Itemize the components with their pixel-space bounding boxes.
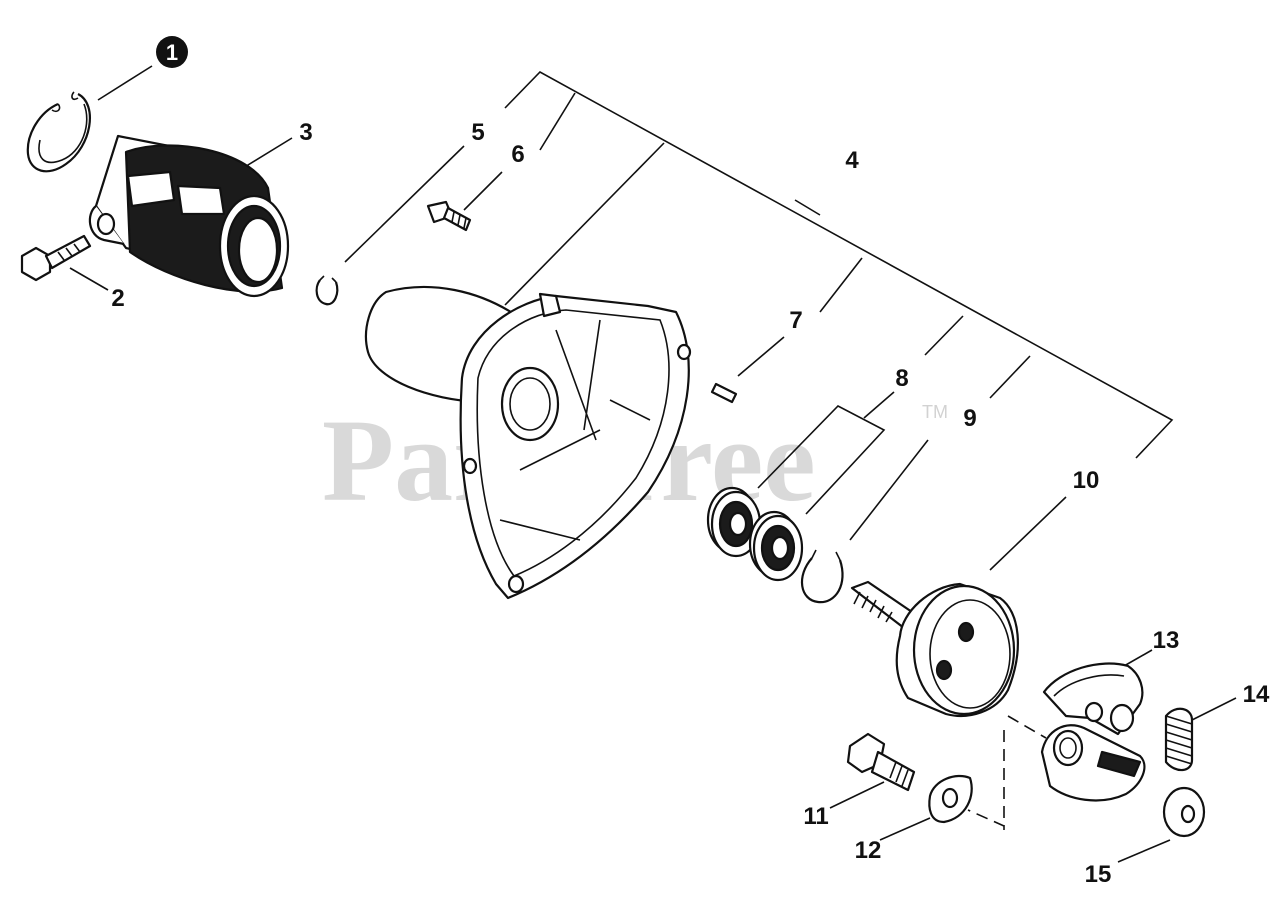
leader-14 bbox=[1191, 697, 1237, 721]
bracket-tick-8 bbox=[924, 315, 964, 356]
part-10-clutch-drum bbox=[850, 580, 1019, 718]
callout-2: 2 bbox=[111, 285, 124, 312]
callout-5: 5 bbox=[471, 119, 484, 146]
bracket-8 bbox=[757, 405, 886, 515]
callout-10: 10 bbox=[1073, 467, 1100, 494]
clutch-lower-shoe bbox=[1040, 724, 1146, 802]
leader-5 bbox=[344, 145, 465, 263]
bracket-tick-7 bbox=[819, 257, 863, 313]
leader-11 bbox=[829, 781, 885, 809]
part-7-pin bbox=[710, 382, 738, 404]
bracket-4 bbox=[504, 71, 1174, 459]
part-5-snap-ring bbox=[315, 275, 339, 306]
part-2-bolt bbox=[20, 234, 92, 282]
leader-7 bbox=[737, 336, 785, 377]
bracket-tick-6 bbox=[539, 92, 576, 151]
callout-14: 14 bbox=[1243, 681, 1270, 708]
leader-4-case bbox=[504, 142, 665, 306]
part-8-bearings bbox=[706, 486, 804, 582]
callout-12: 12 bbox=[855, 837, 882, 864]
leader-13 bbox=[1123, 649, 1153, 667]
callout-labels: 1 2 3 4 5 6 7 8 9 10 11 12 13 14 15 bbox=[111, 36, 1270, 888]
callout-9: 9 bbox=[963, 405, 976, 432]
bearing-b bbox=[748, 510, 804, 582]
callout-13: 13 bbox=[1153, 627, 1180, 654]
leader-3 bbox=[242, 137, 293, 169]
bearing-a bbox=[706, 486, 762, 558]
part-3-adapter bbox=[88, 134, 290, 298]
part-11-bolt bbox=[846, 732, 916, 792]
leader-15 bbox=[1117, 839, 1171, 863]
callout-3: 3 bbox=[299, 119, 312, 146]
callout-6: 6 bbox=[511, 141, 524, 168]
callout-15: 15 bbox=[1085, 861, 1112, 888]
part-12-washer bbox=[928, 774, 973, 824]
callout-7: 7 bbox=[789, 307, 802, 334]
leader-4-label bbox=[794, 199, 821, 216]
part-15-washer bbox=[1162, 786, 1206, 838]
bracket-tick-9 bbox=[989, 355, 1031, 399]
callout-4: 4 bbox=[845, 147, 859, 174]
leader-9 bbox=[849, 439, 929, 541]
part-6-bolt bbox=[426, 200, 472, 232]
part-9-snap-ring bbox=[800, 549, 844, 604]
leader-6 bbox=[463, 171, 503, 211]
watermark-trademark: TM bbox=[922, 402, 948, 422]
assembly-bracket bbox=[967, 715, 1047, 830]
callout-1-label: 1 bbox=[166, 40, 178, 65]
part-14-spring bbox=[1164, 707, 1194, 772]
part-13-clutch-shoe bbox=[1042, 662, 1144, 736]
leader-8 bbox=[863, 391, 895, 419]
leader-1 bbox=[97, 65, 153, 101]
part-1-snap-ring bbox=[26, 91, 92, 173]
leader-2 bbox=[69, 267, 109, 291]
callout-1: 1 bbox=[156, 36, 188, 68]
part-4-clutch-case bbox=[364, 285, 692, 600]
leader-10 bbox=[989, 496, 1067, 571]
callout-11: 11 bbox=[803, 803, 828, 830]
callout-8: 8 bbox=[895, 365, 908, 392]
leader-lines bbox=[69, 65, 1237, 863]
leader-12 bbox=[879, 817, 931, 841]
